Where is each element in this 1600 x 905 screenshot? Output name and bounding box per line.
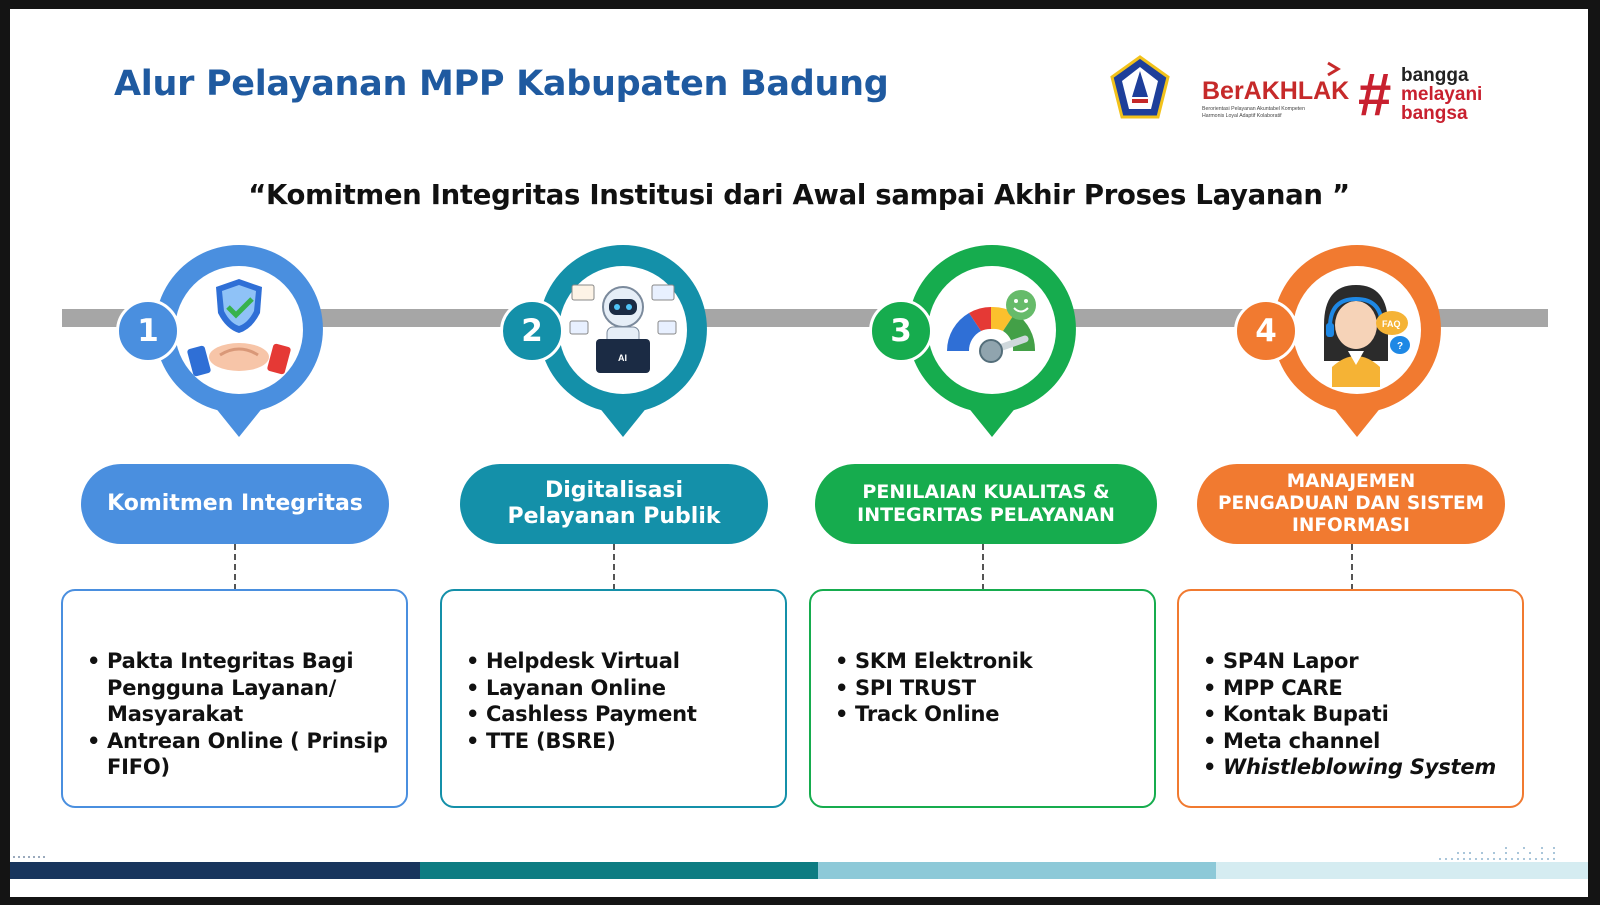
svg-text:BerAKHLAK: BerAKHLAK [1202,77,1349,105]
svg-text:melayani: melayani [1401,84,1482,105]
step-3-items: SKM Elektronik SPI TRUST Track Online [835,648,1144,728]
step-2-items: Helpdesk Virtual Layanan Online Cashless… [466,648,775,754]
list-item: Helpdesk Virtual [466,648,775,675]
satisfaction-gauge-icon [947,290,1036,363]
step-number: 1 [116,299,180,363]
list-item: Layanan Online [466,675,775,702]
list-item: Cashless Payment [466,701,775,728]
step-2-label: Digitalisasi Pelayanan Publik [460,464,768,544]
svg-text:bangga: bangga [1401,65,1469,86]
list-item: Pakta Integritas Bagi Pengguna Layanan/ … [87,648,396,728]
list-item: SKM Elektronik [835,648,1144,675]
step-4-label: MANAJEMEN PENGADUAN DAN SISTEM INFORMASI [1197,464,1505,544]
connector-2 [613,544,615,590]
robot-laptop-icon: AI [569,284,677,373]
shield-handshake-icon [187,279,291,377]
tagline: “Komitmen Integritas Institusi dari Awal… [248,179,1350,211]
step-4-card: SP4N Lapor MPP CARE Kontak Bupati Meta c… [1177,589,1524,808]
berakhlak-logo: BerAKHLAK Berorientasi Pelayanan Akuntab… [1202,61,1349,119]
svg-text:?: ? [1397,341,1403,352]
svg-text:#: # [1358,61,1391,128]
bangga-melayani-logo: # bangga melayani bangsa [1358,61,1482,128]
step-1-pin: 1 [116,241,328,451]
step-number: 4 [1234,299,1298,363]
step-1-label: Komitmen Integritas [81,464,389,544]
customer-service-icon: FAQ ? [1324,285,1410,387]
step-3-card: SKM Elektronik SPI TRUST Track Online [809,589,1156,808]
connector-1 [234,544,236,590]
connector-3 [982,544,984,590]
svg-text:AI: AI [618,353,627,363]
list-item: Kontak Bupati [1203,701,1512,728]
slide: Alur Pelayanan MPP Kabupaten Badung BerA… [10,9,1588,897]
step-2-card: Helpdesk Virtual Layanan Online Cashless… [440,589,787,808]
footer-color-strip [10,862,1588,879]
step-3-label: PENILAIAN KUALITAS & INTEGRITAS PELAYANA… [815,464,1157,544]
step-4-pin: 4 FAQ ? [1234,241,1446,451]
header-logos: BerAKHLAK Berorientasi Pelayanan Akuntab… [1110,55,1482,128]
svg-text:bangsa: bangsa [1401,103,1468,124]
page-title: Alur Pelayanan MPP Kabupaten Badung [114,64,889,104]
timeline-bar [62,309,1548,327]
list-item: Meta channel [1203,728,1512,755]
decorative-dots [13,856,45,858]
step-3-pin: 3 [869,241,1081,451]
footer-segment-2 [420,862,818,879]
step-2-pin: 2 AI [500,241,712,451]
step-number: 3 [869,299,933,363]
list-item: Track Online [835,701,1144,728]
connector-4 [1351,544,1353,590]
step-4-items: SP4N Lapor MPP CARE Kontak Bupati Meta c… [1203,648,1512,781]
badung-emblem-icon [1110,55,1170,119]
decorative-dots [1439,847,1555,860]
list-item: TTE (BSRE) [466,728,775,755]
list-item: SP4N Lapor [1203,648,1512,675]
svg-text:Harmonis Loyal Adaptif Kolabor: Harmonis Loyal Adaptif Kolaboratif [1202,113,1282,119]
step-1-items: Pakta Integritas Bagi Pengguna Layanan/ … [87,648,396,781]
step-number: 2 [500,299,564,363]
list-item: MPP CARE [1203,675,1512,702]
footer-segment-3 [818,862,1216,879]
svg-text:Berorientasi Pelayanan Akuntab: Berorientasi Pelayanan Akuntabel Kompete… [1202,106,1305,112]
list-item: SPI TRUST [835,675,1144,702]
list-item: Antrean Online ( Prinsip FIFO) [87,728,396,781]
list-item: Whistleblowing System [1203,754,1512,781]
svg-text:FAQ: FAQ [1382,319,1401,329]
footer-segment-4 [1216,862,1588,879]
step-1-card: Pakta Integritas Bagi Pengguna Layanan/ … [61,589,408,808]
footer-segment-1 [10,862,420,879]
